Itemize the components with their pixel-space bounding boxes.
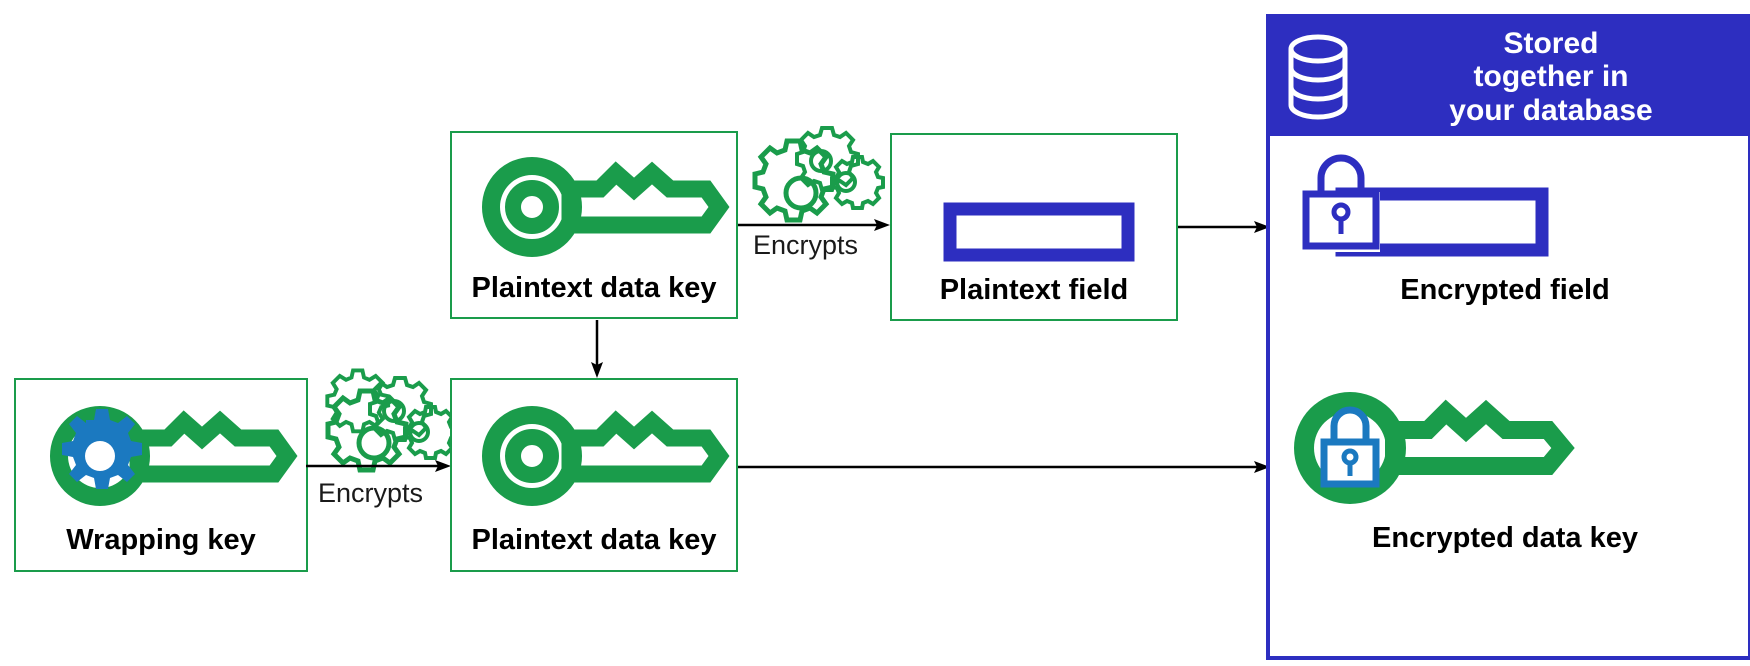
node-encrypted-data-key: Encrypted data key bbox=[1270, 378, 1740, 598]
node-plaintext-data-key-bottom: Plaintext data key bbox=[450, 378, 738, 572]
key-with-lock-icon bbox=[1286, 384, 1586, 512]
arrow-right-icon-field bbox=[1178, 219, 1270, 235]
edge-label-encrypts-bottom: Encrypts bbox=[318, 478, 424, 508]
node-label-plaintext-data-key-top: Plaintext data key bbox=[471, 272, 717, 304]
database-panel: Stored together in your database Encrypt… bbox=[1266, 14, 1750, 660]
node-label-plaintext-field: Plaintext field bbox=[939, 274, 1129, 306]
database-panel-header: Stored together in your database bbox=[1270, 18, 1748, 136]
key-icon-top bbox=[474, 149, 730, 265]
node-wrapping-key: Wrapping key bbox=[14, 378, 308, 572]
field-rectangle-icon bbox=[943, 202, 1135, 262]
arrow-right-icon-key bbox=[738, 459, 1270, 475]
database-icon bbox=[1286, 33, 1358, 121]
node-label-wrapping-key: Wrapping key bbox=[66, 524, 256, 556]
padlock-core bbox=[1320, 406, 1380, 488]
gears-icon-bottom bbox=[325, 368, 458, 480]
node-plaintext-field: Plaintext field bbox=[890, 133, 1178, 321]
arrow-right-icon-top bbox=[738, 217, 890, 233]
database-panel-title: Stored together in your database bbox=[1358, 27, 1748, 128]
node-encrypted-field: Encrypted field bbox=[1270, 136, 1740, 336]
gears-icon-top bbox=[752, 126, 885, 230]
key-with-gear-icon bbox=[42, 398, 298, 514]
node-label-plaintext-data-key-bottom: Plaintext data key bbox=[471, 524, 717, 556]
locked-field-icon bbox=[1296, 146, 1556, 266]
node-label-encrypted-field: Encrypted field bbox=[1400, 274, 1610, 306]
db-title-line-2: together in bbox=[1473, 60, 1629, 94]
db-title-line-1: Stored bbox=[1503, 26, 1599, 60]
arrow-right-icon-wrapping bbox=[306, 458, 451, 474]
db-title-line-3: your database bbox=[1449, 93, 1653, 127]
edge-label-encrypts-top: Encrypts bbox=[753, 230, 859, 260]
node-plaintext-data-key-top: Plaintext data key bbox=[450, 131, 738, 319]
key-icon-bottom bbox=[474, 398, 730, 514]
arrow-down-icon bbox=[589, 320, 605, 378]
node-label-encrypted-data-key: Encrypted data key bbox=[1372, 522, 1638, 554]
